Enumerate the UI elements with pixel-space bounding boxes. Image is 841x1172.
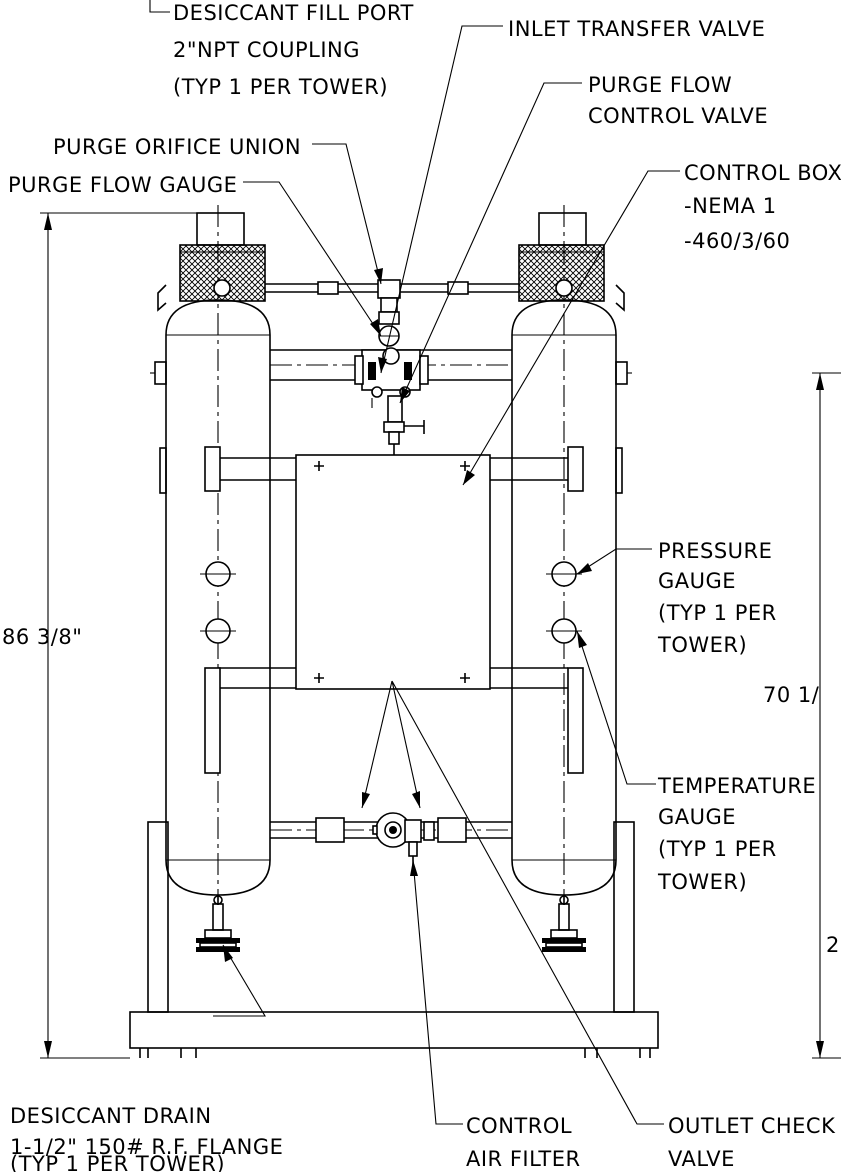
callout-pressure-gauge-line-2: GAUGE: [658, 569, 736, 593]
base-frame: [129, 821, 659, 1058]
callout-desiccant-drain-line-3: (TYP 1 PER TOWER): [10, 1152, 225, 1172]
left-desiccant-tower: [150, 205, 271, 952]
left-fill-port-and-muffler: [179, 212, 266, 302]
callout-temperature-gauge-line-4: TOWER): [657, 870, 747, 894]
label-desiccant-drain: DESICCANT DRAIN 1-1/2" 150# R.F. FLANGE …: [10, 1104, 283, 1172]
label-control-air-filter: CONTROL AIR FILTER: [466, 1114, 581, 1171]
callout-purge-flow-gauge: PURGE FLOW GAUGE: [8, 173, 237, 197]
callout-pressure-gauge-line-4: TOWER): [657, 633, 747, 657]
right-fill-port-and-muffler: [518, 212, 605, 302]
left-tower-gauges: [200, 561, 236, 644]
right-desiccant-tower: [511, 205, 632, 952]
right-tower-gauges: [546, 561, 582, 644]
callout-control-box-line-3: -460/3/60: [684, 229, 790, 253]
control-box: [295, 454, 491, 690]
leader-lines: [149, 0, 680, 1125]
label-outlet-check-valve: OUTLET CHECK VALVE: [668, 1114, 836, 1171]
callout-purge-flow-control-valve-line-2: CONTROL VALVE: [588, 104, 768, 128]
callout-outlet-check-valve-line-1: OUTLET CHECK: [668, 1114, 836, 1138]
callout-control-air-filter-line-1: CONTROL: [466, 1114, 572, 1138]
label-control-box: CONTROL BOX -NEMA 1 -460/3/60: [684, 161, 841, 253]
dimension-overall-height: 86 3/8": [2, 625, 82, 649]
callout-control-box-line-2: -NEMA 1: [684, 194, 777, 218]
outlet-manifold: [270, 812, 512, 866]
label-desiccant-fill-port: DESICCANT FILL PORT 2"NPT COUPLING (TYP …: [173, 1, 414, 99]
dimension-partial-height-1: 70 1/: [763, 683, 820, 707]
callout-desiccant-fill-port-line-1: DESICCANT FILL PORT: [173, 1, 414, 25]
callout-outlet-check-valve-line-2: VALVE: [668, 1147, 735, 1171]
callout-temperature-gauge-line-3: (TYP 1 PER: [658, 837, 777, 861]
dimension-lines: [40, 212, 841, 1059]
label-temperature-gauge: TEMPERATURE GAUGE (TYP 1 PER TOWER): [657, 774, 816, 894]
callout-temperature-gauge-line-2: GAUGE: [658, 805, 736, 829]
callout-temperature-gauge-line-1: TEMPERATURE: [657, 774, 816, 798]
callout-purge-flow-control-valve-line-1: PURGE FLOW: [588, 73, 732, 97]
callout-pressure-gauge-line-3: (TYP 1 PER: [658, 601, 777, 625]
callout-control-box-line-1: CONTROL BOX: [684, 161, 841, 185]
callout-purge-orifice-union: PURGE ORIFICE UNION: [53, 135, 301, 159]
callout-inlet-transfer-valve: INLET TRANSFER VALVE: [508, 17, 765, 41]
label-pressure-gauge: PRESSURE GAUGE (TYP 1 PER TOWER): [657, 539, 777, 657]
callout-desiccant-drain-line-2: 1-1/2" 150# R.F. FLANGE: [10, 1135, 283, 1159]
callout-desiccant-drain-line-1: DESICCANT DRAIN: [10, 1104, 212, 1128]
lower-cross-brace: [204, 667, 584, 774]
upper-cross-brace: [204, 446, 584, 492]
callout-desiccant-fill-port-line-2: 2"NPT COUPLING: [173, 38, 360, 62]
dimension-partial-height-2: 2: [826, 933, 840, 957]
top-purge-piping: [265, 279, 519, 347]
callout-pressure-gauge-line-1: PRESSURE: [658, 539, 772, 563]
label-purge-flow-control-valve: PURGE FLOW CONTROL VALVE: [588, 73, 768, 128]
callout-control-air-filter-line-2: AIR FILTER: [466, 1147, 581, 1171]
callout-desiccant-fill-port-line-3: (TYP 1 PER TOWER): [173, 75, 388, 99]
inlet-manifold: [270, 347, 512, 455]
